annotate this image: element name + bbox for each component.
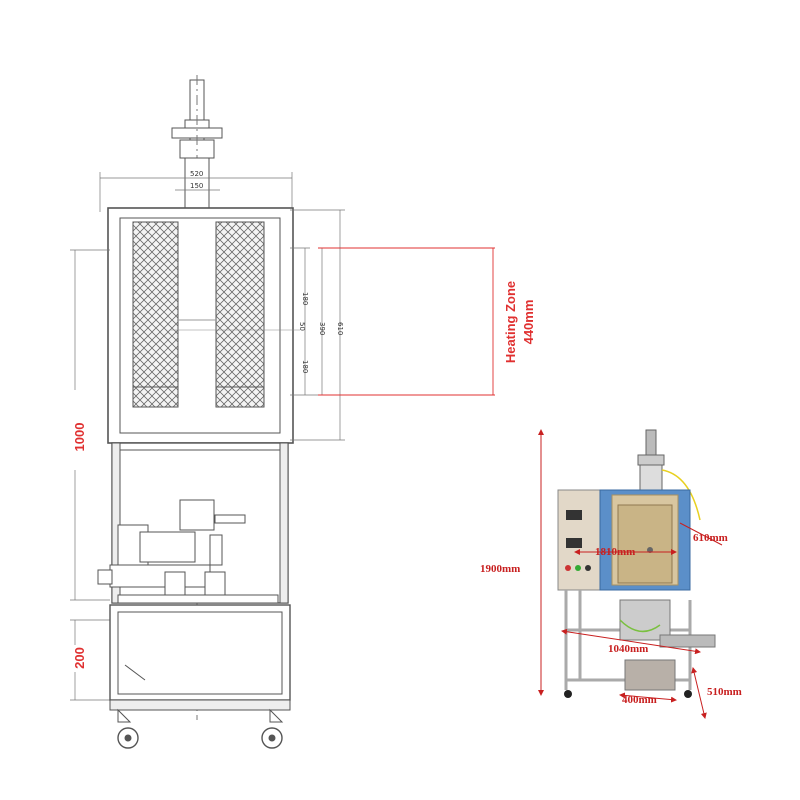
height-total-label: 1900mm	[480, 563, 520, 575]
heating-zone-label: Heating Zone 440mm	[503, 281, 536, 363]
caster-wheels	[117, 708, 284, 749]
depth-furnace-label: 610mm	[693, 532, 728, 544]
heating-zone-lines	[318, 247, 495, 396]
dim-top-inner: 150	[190, 182, 203, 190]
technical-drawing	[70, 75, 495, 749]
drawing-labels: 520 150 180 50 390 610 180 1000 200	[72, 170, 344, 669]
top-dimensions	[99, 172, 293, 212]
dim-610: 610	[336, 322, 344, 335]
dim-top-outer: 520	[190, 170, 203, 178]
base-width-label: 400mm	[622, 694, 657, 706]
heating-zone-title: Heating Zone	[503, 281, 518, 363]
lift-mechanism	[97, 499, 279, 604]
dim-390: 390	[318, 322, 326, 335]
dim-50: 50	[298, 322, 306, 331]
dim-200: 200	[72, 647, 87, 669]
photo-dimension-arrows	[538, 429, 723, 719]
frame-width-label: 1040mm	[608, 643, 648, 655]
dim-180-upper: 180	[301, 292, 309, 305]
width-furnace-label: 1810mm	[595, 546, 635, 558]
photo-labels: 1900mm 1810mm 610mm 1040mm 400mm 510mm	[480, 532, 742, 706]
heating-zone-length: 440mm	[521, 300, 536, 345]
base-depth-label: 510mm	[707, 686, 742, 698]
dim-1000: 1000	[72, 423, 87, 452]
product-photo	[557, 429, 716, 698]
left-dimensions	[70, 249, 110, 701]
lower-frame	[109, 604, 291, 711]
furnace-chamber	[107, 207, 300, 444]
dim-180-lower: 180	[301, 360, 309, 373]
